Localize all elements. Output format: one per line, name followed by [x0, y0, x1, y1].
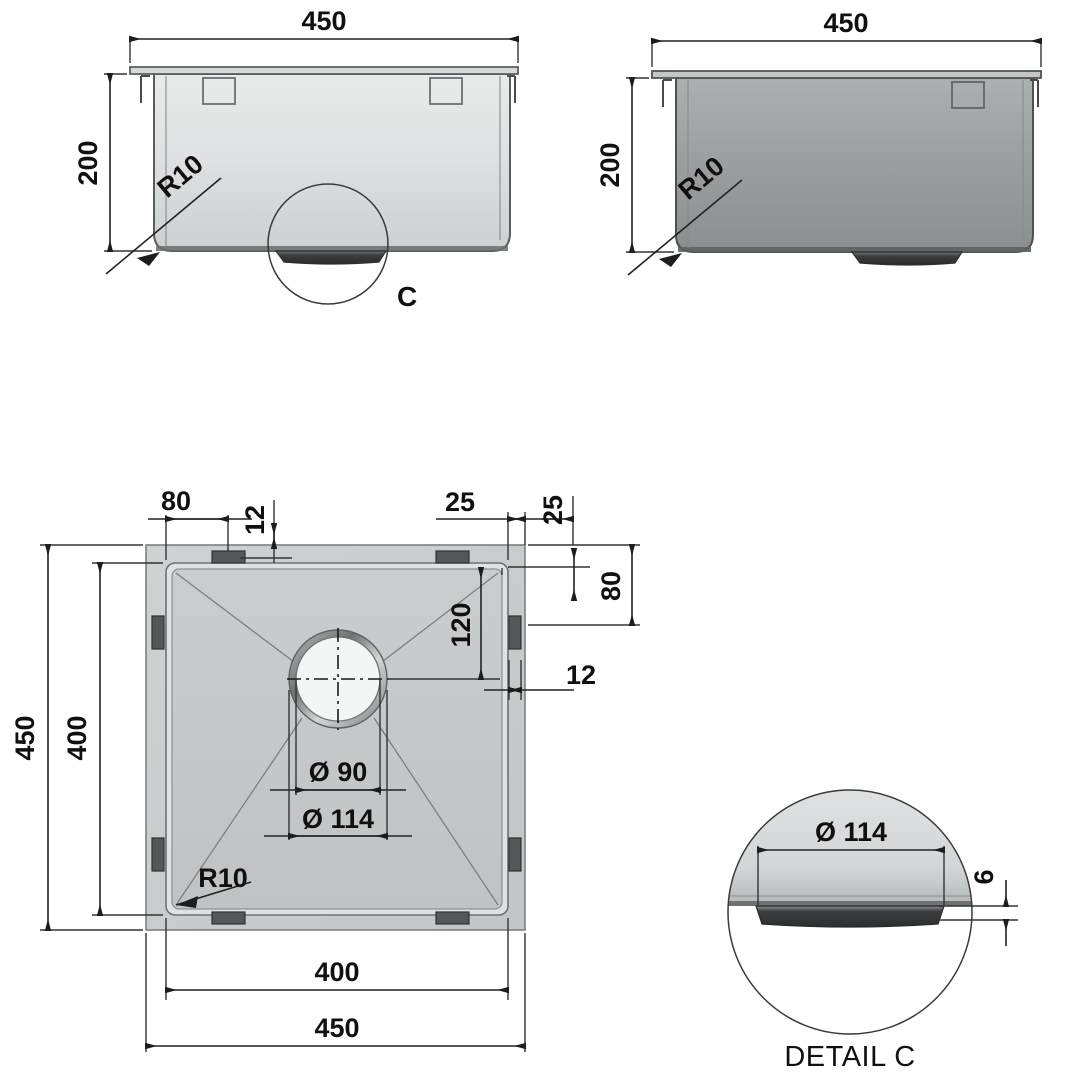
front-elevation-body — [153, 73, 511, 252]
plan-clip-right-bottom — [508, 837, 522, 872]
side-elevation-body — [675, 77, 1034, 253]
plan-clip-bottom-left — [211, 911, 246, 925]
plan-clip-left-top — [151, 615, 165, 650]
plan-dia90-label: Ø 90 — [309, 757, 368, 787]
plan-clip-right-top — [508, 615, 522, 650]
plan-dim450v-label: 450 — [10, 715, 40, 760]
plan-clip-top-right — [435, 550, 470, 564]
side-elevation-clip-right — [951, 81, 985, 109]
plan-fold-bl — [175, 717, 303, 906]
plan-dim80r-label: 80 — [596, 571, 626, 601]
detail-callout-circle-c — [267, 183, 389, 305]
front-elevation-drain-lip — [274, 250, 388, 265]
view-detail-c: Ø 114 6 DETAIL C — [727, 789, 1018, 1073]
front-r10-leader — [105, 177, 222, 275]
plan-dim450h-label: 450 — [314, 1013, 359, 1043]
plan-dim400h-label: 400 — [314, 957, 359, 987]
plan-mounting-clips — [151, 550, 522, 925]
front-elevation-bottom-edge — [156, 246, 508, 251]
front-elevation-hanger-left — [140, 75, 150, 103]
detail-dim6-label: 6 — [969, 869, 999, 884]
plan-dim12-label: 12 — [240, 505, 270, 535]
plan-fold-tl — [175, 572, 303, 669]
side-elevation-hanger-left — [662, 79, 672, 107]
plan-dim25a-label: 25 — [445, 487, 475, 517]
plan-clip-bottom-right — [435, 911, 470, 925]
detail-c-drain-lip — [755, 905, 945, 928]
detail-dia114-label: Ø 114 — [815, 817, 887, 847]
plan-r10-arrow — [176, 896, 198, 908]
detail-c-boundary-circle — [727, 789, 973, 1035]
view-side-elevation: 450 200 R10 — [595, 8, 1042, 276]
plan-dim400v-label: 400 — [62, 715, 92, 760]
side-elevation-bottom-edge — [678, 247, 1031, 252]
plan-r10-label: R10 — [198, 863, 248, 893]
detail-callout-letter-c: C — [397, 281, 417, 312]
detail-c-caption: DETAIL C — [784, 1041, 915, 1073]
side-r10-arrow — [659, 253, 682, 267]
view-plan: 80 12 25 25 80 12 — [10, 486, 640, 1052]
plan-clip-top-left — [211, 550, 246, 564]
front-elevation-clip-left — [202, 77, 236, 105]
front-r10-arrow — [137, 252, 160, 266]
plan-dim120-label: 120 — [446, 602, 476, 647]
front-elevation-rim — [129, 66, 519, 75]
front-elevation-clip-right — [429, 77, 463, 105]
plan-fold-tr — [373, 572, 499, 669]
plan-dim25b-label: 25 — [538, 495, 568, 525]
plan-dim80-label: 80 — [161, 486, 191, 516]
plan-fold-br — [373, 717, 499, 906]
side-elevation-rim — [651, 70, 1042, 79]
side-elevation-hanger-right — [1030, 79, 1039, 107]
front-elevation-hanger-right — [507, 75, 516, 103]
plan-dim12r-label: 12 — [566, 660, 596, 690]
side-elevation-drain-lip — [850, 251, 964, 266]
front-dim-width-label: 450 — [301, 6, 346, 36]
detail-c-underside — [728, 901, 972, 906]
side-dim-height-label: 200 — [595, 142, 625, 187]
plan-clip-left-bottom — [151, 837, 165, 872]
front-dim-height-label: 200 — [73, 140, 103, 185]
plan-dia114-label: Ø 114 — [302, 804, 374, 834]
view-front-elevation: 450 200 R10 C — [73, 6, 519, 312]
side-r10-leader — [627, 179, 743, 276]
plan-bowl-inner — [171, 568, 503, 910]
side-dim-width-label: 450 — [823, 8, 868, 38]
